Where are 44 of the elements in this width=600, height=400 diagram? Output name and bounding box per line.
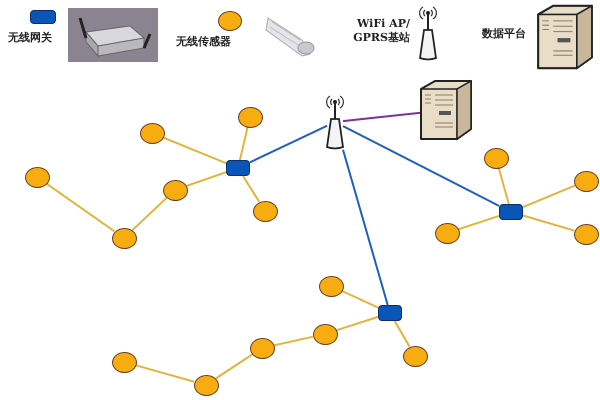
connection-line [458, 214, 500, 230]
gateway-box [226, 160, 250, 176]
sensor-circle [312, 324, 338, 344]
sensor-circle [574, 224, 598, 244]
connection-line [46, 182, 115, 232]
connection-line [522, 214, 574, 232]
connection-line [242, 175, 260, 202]
sensor-circle [162, 180, 188, 200]
sensor-circle [140, 122, 164, 144]
legend-label: 无线网关 [8, 31, 52, 45]
connection-line [186, 171, 226, 187]
sensor-circle [434, 222, 460, 244]
sensor-circle [318, 276, 344, 296]
sensor-circle [250, 338, 274, 358]
sensor-circle [194, 374, 218, 396]
sensor-circle [238, 106, 262, 128]
server-icon [419, 79, 473, 141]
connection-line [215, 354, 253, 380]
legend-label: 无线传感器 [176, 35, 231, 49]
connection-line [394, 320, 410, 348]
sensor-circle [484, 148, 508, 168]
sensor-circle [574, 170, 598, 192]
sensor-circle [252, 200, 278, 222]
gateway-box [499, 204, 523, 220]
sensor-circle [112, 352, 136, 372]
connection-line [274, 336, 314, 346]
connection-line [498, 168, 510, 204]
sensor-circle [24, 166, 50, 188]
connection-line [250, 124, 328, 164]
legend-label: WiFi AP/ GPRS基站 [352, 17, 410, 45]
connection-line [132, 197, 168, 231]
sensor-circle [402, 346, 428, 366]
connection-line [342, 290, 378, 308]
connection-line [336, 316, 378, 332]
connection-line [342, 125, 500, 207]
connection-line [136, 364, 194, 383]
connection-line [238, 127, 249, 160]
connection-line [162, 136, 226, 164]
sensor-circle [112, 228, 136, 248]
connection-line [342, 150, 389, 306]
connection-line [522, 184, 576, 208]
antenna-tower-icon [323, 93, 347, 151]
legend-label: 数据平台 [482, 27, 526, 41]
gateway-box [378, 305, 402, 321]
